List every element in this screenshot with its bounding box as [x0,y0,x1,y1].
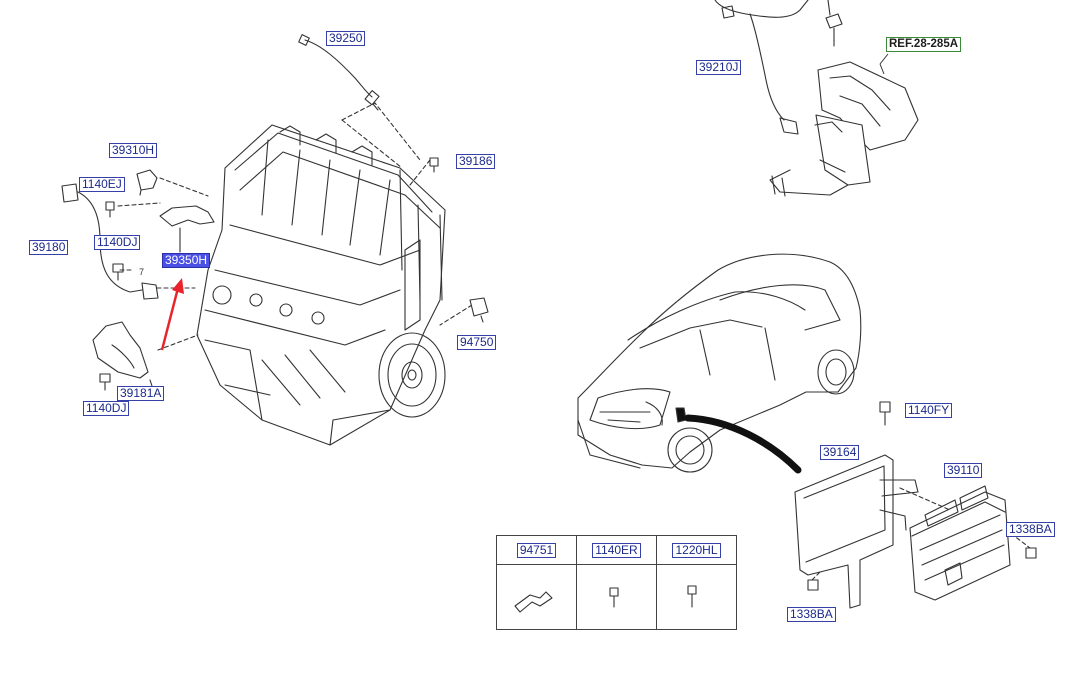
small-parts-table: 94751 1140ER 1220HL [496,535,737,630]
vehicle-illustration [577,253,862,473]
engine-block-illustration [196,124,446,446]
table-header-cell: 1140ER [576,535,657,565]
table-label-94751[interactable]: 94751 [516,543,557,558]
part-label-39350H[interactable]: 39350H [162,253,211,268]
ecu-bracket-39164-illustration [794,454,919,609]
table-image-cell [656,564,737,630]
part-label-39181A[interactable]: 39181A [117,386,165,401]
part-label-39110[interactable]: 39110 [944,463,983,478]
part-label-39210J[interactable]: 39210J [696,60,742,75]
ecu-39110-illustration [909,485,1011,601]
part-label-39310H[interactable]: 39310H [109,143,158,158]
exhaust-manifold-catalyst-illustration [714,0,919,197]
part-label-39186[interactable]: 39186 [456,154,496,169]
part-label-1140FY[interactable]: 1140FY [905,403,953,418]
table-image-cell [496,564,577,630]
knock-sensor-94750-illustration [469,297,489,323]
part-label-39180[interactable]: 39180 [29,240,69,255]
part-label-39250[interactable]: 39250 [326,31,366,46]
heat-shield-39181A-illustration [92,321,153,387]
part-label-1140DJ-upper[interactable]: 1140DJ [94,235,141,250]
camshaft-sensor-39310H-illustration [136,169,158,196]
table-label-1220HL[interactable]: 1220HL [672,543,721,558]
table-image-cell [576,564,657,630]
bolts-illustration [99,157,1037,591]
reference-label-28-285A[interactable]: REF.28-285A [886,37,962,52]
part-label-1338BA-right[interactable]: 1338BA [1006,522,1055,537]
selection-pointer-arrow [160,278,184,351]
part-label-1140DJ-lower[interactable]: 1140DJ [83,401,130,416]
location-callout-arc [684,414,802,474]
part-label-39164[interactable]: 39164 [820,445,860,460]
table-header-cell: 1220HL [656,535,737,565]
table-header-cell: 94751 [496,535,577,565]
oxygen-sensor-39250-illustration [298,34,380,111]
hotspot-digit: 7 [139,267,144,277]
part-label-1338BA-bottom[interactable]: 1338BA [787,607,836,622]
part-label-94750[interactable]: 94750 [457,335,497,350]
bracket-39350H-illustration [159,205,215,253]
part-label-1140EJ[interactable]: 1140EJ [79,177,125,192]
table-label-1140ER[interactable]: 1140ER [592,543,641,558]
